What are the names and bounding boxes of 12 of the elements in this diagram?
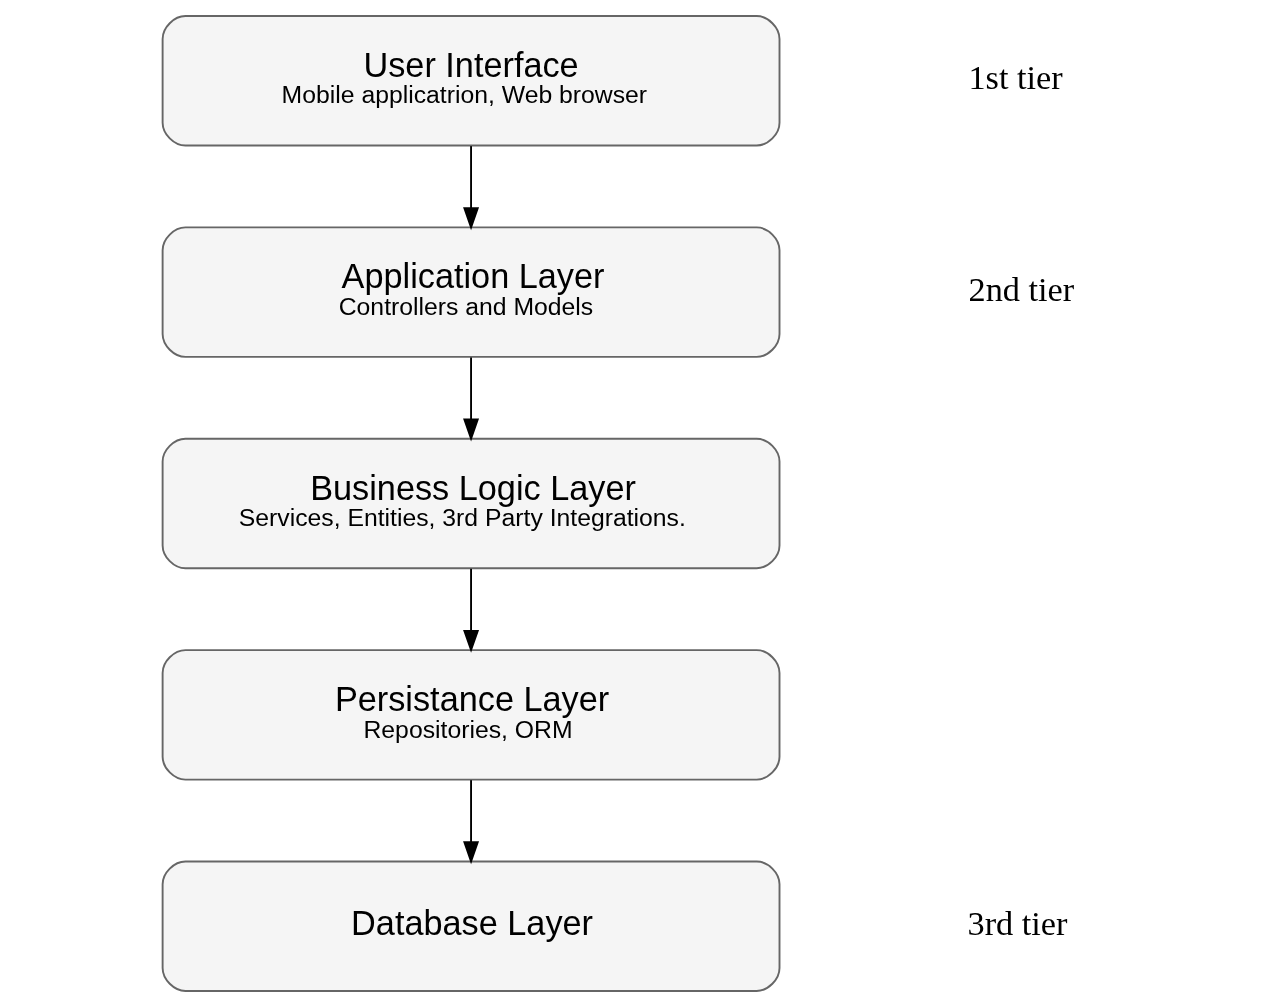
node-box: Persistance Layer Repositories, ORM xyxy=(161,649,780,781)
arrow xyxy=(462,145,479,231)
arrow xyxy=(462,779,479,865)
arrow xyxy=(462,567,479,653)
node-box: Application Layer Controllers and Models xyxy=(161,226,780,358)
arrow xyxy=(462,356,479,442)
node-box: Database Layer xyxy=(161,860,780,992)
label: 1st tier xyxy=(968,58,1063,97)
label: 3rd tier xyxy=(967,903,1067,942)
node-box: User Interface Mobile applicatrion, Web browser xyxy=(161,15,780,147)
label: 2nd tier xyxy=(968,269,1074,308)
node-box: Business Logic Layer Services, Entities, 3rd Party Integrations. xyxy=(161,437,780,570)
